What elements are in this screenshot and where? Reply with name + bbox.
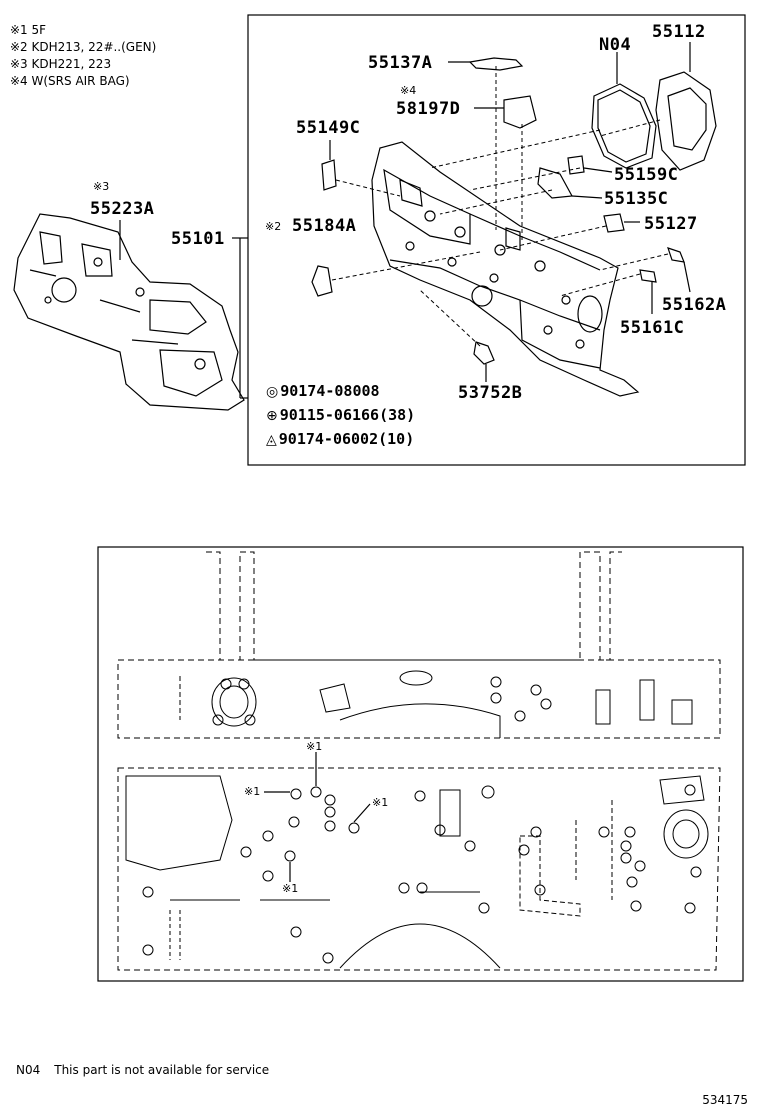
- footnote-text: This part is not available for service: [54, 1063, 270, 1077]
- mark-1-bottom: ※1: [282, 882, 299, 895]
- part-53752b-shape: [473, 341, 495, 365]
- note-1: ※1 5F: [10, 23, 47, 37]
- fastener-1[interactable]: ◎90174-08008: [266, 382, 380, 400]
- fastener-2-symbol: ⊕: [266, 408, 278, 424]
- note-4: ※4 W(SRS AIR BAG): [10, 74, 130, 88]
- fastener-3[interactable]: ◬90174-06002(10): [266, 430, 414, 448]
- part-55161c-shape: [639, 269, 657, 283]
- fastener-3-number: 90174-06002(10): [278, 430, 415, 448]
- part-55162a-shape: [667, 247, 685, 263]
- mark-55184a: ※2: [265, 220, 282, 233]
- note-2: ※2 KDH213, 22#..(GEN): [10, 40, 157, 54]
- label-55137a[interactable]: 55137A: [368, 53, 433, 73]
- mark-55223a: ※3: [93, 180, 110, 193]
- fastener-2-number: 90115-06166(38): [279, 406, 416, 424]
- label-58197d[interactable]: 58197D: [396, 99, 461, 119]
- label-55149c[interactable]: 55149C: [296, 118, 361, 138]
- bolt-markers: [142, 676, 702, 964]
- fastener-3-symbol: ◬: [266, 432, 277, 448]
- footnote-code: N04: [16, 1063, 41, 1077]
- bottom-frame: [97, 546, 744, 982]
- label-55112[interactable]: 55112: [652, 22, 706, 42]
- part-55137a-shape: [468, 57, 524, 71]
- label-55101[interactable]: 55101: [171, 229, 225, 249]
- seal-n04-shape: [591, 83, 657, 169]
- dash-panel-55101: [371, 141, 640, 397]
- label-53752b[interactable]: 53752B: [458, 383, 523, 403]
- label-55135c[interactable]: 55135C: [604, 189, 669, 209]
- top-frame: [247, 14, 746, 466]
- mark-1-top: ※1: [306, 740, 323, 753]
- label-55223a[interactable]: 55223A: [90, 199, 155, 219]
- diagram-id: 534175: [702, 1093, 748, 1107]
- part-55135c-shape: [537, 167, 573, 199]
- label-55159c[interactable]: 55159C: [614, 165, 679, 185]
- label-55184a[interactable]: 55184A: [292, 216, 357, 236]
- fastener-1-number: 90174-08008: [280, 382, 380, 400]
- part-55127-shape: [603, 213, 625, 233]
- mark-58197d: ※4: [400, 84, 417, 97]
- part-58197d-shape: [503, 95, 537, 129]
- mark-1-left: ※1: [244, 785, 261, 798]
- part-55112-shape: [655, 71, 717, 171]
- footnote: N04 This part is not available for servic…: [16, 1063, 269, 1077]
- label-55162a[interactable]: 55162A: [662, 295, 727, 315]
- label-55161c[interactable]: 55161C: [620, 318, 685, 338]
- mark-1-right: ※1: [372, 796, 389, 809]
- label-n04[interactable]: N04: [599, 35, 632, 55]
- fastener-2[interactable]: ⊕90115-06166(38): [266, 406, 415, 424]
- notes-block: ※1 5F ※2 KDH213, 22#..(GEN) ※3 KDH221, 2…: [10, 22, 156, 90]
- part-55159c-shape: [567, 155, 585, 175]
- fastener-1-symbol: ◎: [266, 384, 279, 400]
- label-55127[interactable]: 55127: [644, 214, 698, 234]
- part-55149c-shape: [321, 159, 337, 191]
- bottom-layout-view: [117, 551, 721, 971]
- part-55184a-shape: [311, 265, 333, 297]
- note-3: ※3 KDH221, 223: [10, 57, 112, 71]
